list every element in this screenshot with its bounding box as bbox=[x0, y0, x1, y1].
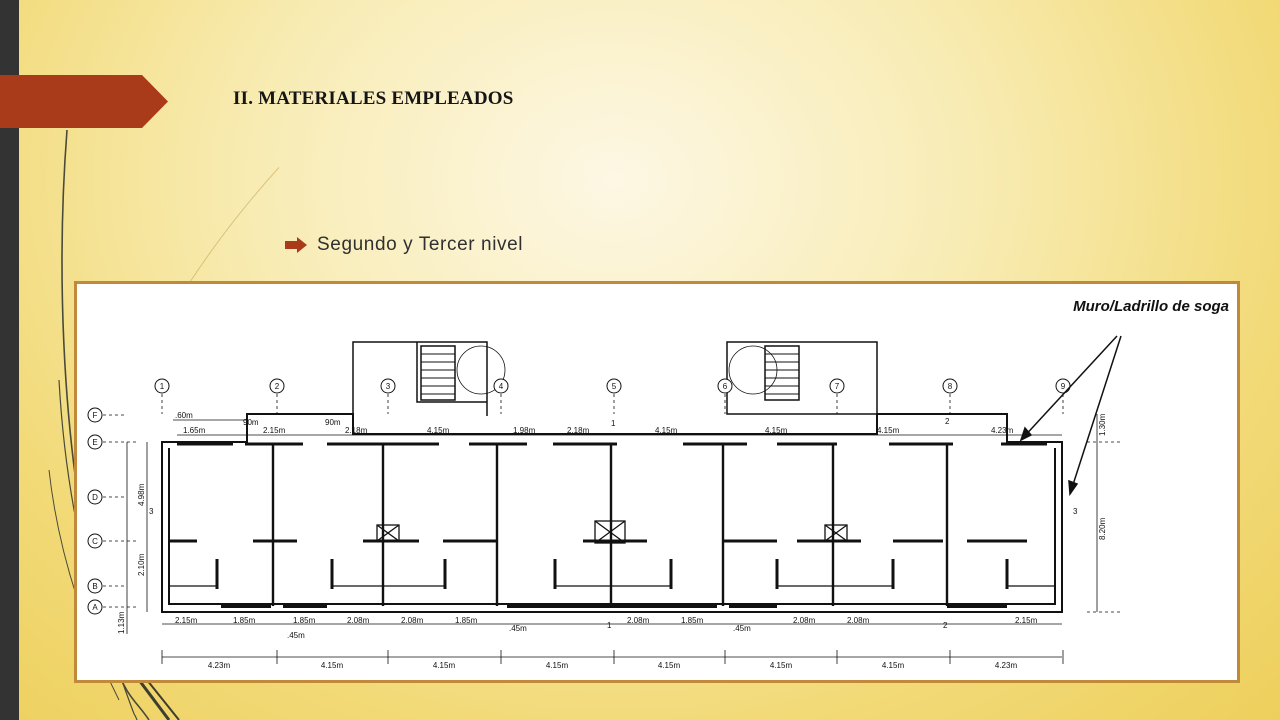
section-mark: 3 bbox=[1073, 507, 1078, 516]
axis-label: 1 bbox=[160, 382, 165, 391]
bullet-text: Segundo y Tercer nivel bbox=[317, 234, 524, 255]
dimension-label: .45m bbox=[287, 631, 305, 640]
dimension-label: 4.15m bbox=[882, 661, 905, 670]
axis-label: 7 bbox=[835, 382, 840, 391]
dimension-label: 2.18m bbox=[567, 426, 590, 435]
slide-title: II. MATERIALES EMPLEADOS bbox=[233, 88, 514, 109]
dimension-label: 2.15m bbox=[175, 616, 198, 625]
section-mark: 1 bbox=[611, 419, 616, 428]
dimension-label: 90m bbox=[325, 418, 341, 427]
dimension-label: 2.08m bbox=[793, 616, 816, 625]
axis-label: 9 bbox=[1061, 382, 1066, 391]
dimension-label: 1.13m bbox=[117, 611, 126, 634]
axis-label: 6 bbox=[723, 382, 728, 391]
dimension-label: 2.15m bbox=[1015, 616, 1038, 625]
axis-label: 5 bbox=[612, 382, 617, 391]
dimension-label: 1.85m bbox=[681, 616, 704, 625]
dimension-label: 1.85m bbox=[293, 616, 316, 625]
title-tab bbox=[0, 75, 168, 128]
section-mark: 2 bbox=[943, 621, 948, 630]
dimension-label: 4.15m bbox=[321, 661, 344, 670]
dimension-label: 4.15m bbox=[765, 426, 788, 435]
dimension-label: 90m bbox=[243, 418, 259, 427]
dimension-label: 2.08m bbox=[401, 616, 424, 625]
dimension-label: .45m bbox=[509, 624, 527, 633]
arrow-bullet-icon bbox=[285, 237, 307, 253]
wall-annotation: Muro/Ladrillo de soga bbox=[1073, 298, 1229, 315]
axis-label: A bbox=[92, 603, 98, 612]
row-axis-markers bbox=[87, 407, 103, 615]
dimension-label: .45m bbox=[733, 624, 751, 633]
dimension-label: 1.30m bbox=[1098, 413, 1107, 436]
dimension-label: .60m bbox=[175, 411, 193, 420]
dimension-label: 2.08m bbox=[847, 616, 870, 625]
axis-label: 4 bbox=[499, 382, 504, 391]
axis-label: B bbox=[92, 582, 97, 591]
section-mark: 3 bbox=[149, 507, 154, 516]
dimension-label: 4.15m bbox=[546, 661, 569, 670]
axis-label: E bbox=[92, 438, 97, 447]
dimension-label: 2.08m bbox=[347, 616, 370, 625]
floor-plan-drawing: 1 2 3 4 5 6 7 8 9 F E D C B A bbox=[87, 335, 1122, 670]
section-mark: 1 bbox=[607, 621, 612, 630]
axis-label: 2 bbox=[275, 382, 280, 391]
bullet-item: Segundo y Tercer nivel bbox=[285, 234, 523, 256]
axis-label: F bbox=[93, 411, 98, 420]
dimension-label: 2.10m bbox=[137, 553, 146, 576]
axis-label: C bbox=[92, 537, 98, 546]
dimension-label: 4.15m bbox=[658, 661, 681, 670]
dimension-label: 4.98m bbox=[137, 483, 146, 506]
dimension-label: 1.85m bbox=[455, 616, 478, 625]
dimension-label: 4.15m bbox=[655, 426, 678, 435]
section-mark: 2 bbox=[945, 417, 950, 426]
dimension-label: 1.85m bbox=[233, 616, 256, 625]
dimension-label: 4.15m bbox=[433, 661, 456, 670]
dimension-label: 4.23m bbox=[208, 661, 231, 670]
dimension-label: 4.15m bbox=[427, 426, 450, 435]
axis-label: 3 bbox=[386, 382, 391, 391]
column-axis-markers bbox=[154, 378, 1071, 394]
axis-label: D bbox=[92, 493, 98, 502]
dimension-label: 4.23m bbox=[991, 426, 1014, 435]
dimension-label: 2.15m bbox=[263, 426, 286, 435]
left-dark-bar bbox=[0, 0, 19, 720]
dimension-label: 2.08m bbox=[627, 616, 650, 625]
dimension-label: 8.20m bbox=[1098, 517, 1107, 540]
dimension-label: 4.15m bbox=[877, 426, 900, 435]
dimension-label: 1.98m bbox=[513, 426, 536, 435]
floor-plan-frame: 1 2 3 4 5 6 7 8 9 F E D C B A bbox=[74, 281, 1240, 683]
dimension-label: 2.18m bbox=[345, 426, 368, 435]
dimension-label: 4.15m bbox=[770, 661, 793, 670]
dimension-label: 4.23m bbox=[995, 661, 1018, 670]
axis-label: 8 bbox=[948, 382, 953, 391]
dimension-label: 1.65m bbox=[183, 426, 206, 435]
